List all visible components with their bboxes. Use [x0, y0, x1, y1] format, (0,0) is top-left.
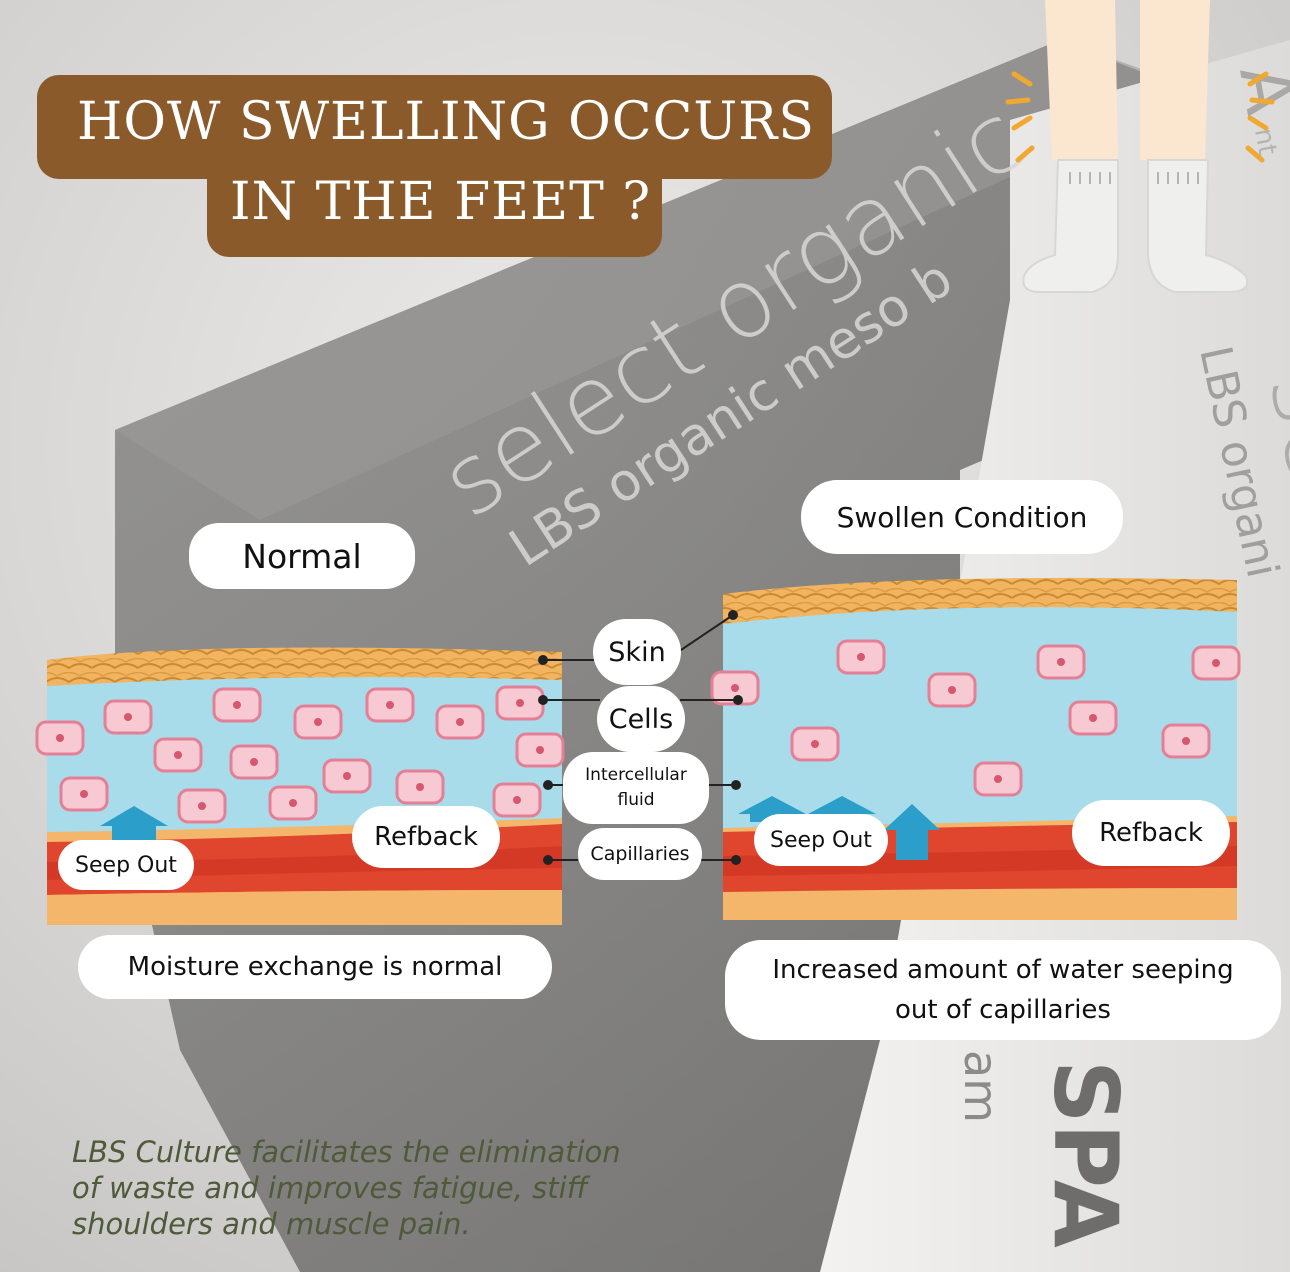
- cell-icon: [293, 704, 343, 740]
- legend-capillaries: Capillaries: [578, 828, 702, 880]
- swollen-seep-out-label: Seep Out: [754, 814, 888, 866]
- footer-line-2: of waste and improves fatigue, stiff: [72, 1171, 588, 1205]
- cell-icon: [229, 744, 279, 780]
- cell-icon: [35, 720, 85, 756]
- footer-text: LBS Culture facilitates the elimination …: [72, 1134, 712, 1242]
- cell-icon: [495, 685, 545, 721]
- normal-caption: Moisture exchange is normal: [78, 935, 552, 999]
- title-box-bottom: [207, 150, 662, 257]
- title-line-2: IN THE FEET ?: [230, 172, 652, 232]
- cell-icon: [973, 761, 1023, 797]
- cell-icon: [212, 687, 262, 723]
- seep-out-arrow-icon: [100, 806, 168, 843]
- footer-line-3: shoulders and muscle pain.: [72, 1207, 471, 1241]
- normal-refback-label: Refback: [352, 806, 500, 868]
- legend-intercellular-line2: fluid: [617, 790, 655, 810]
- swollen-caption: Increased amount of water seeping out of…: [725, 940, 1281, 1040]
- cell-icon: [515, 732, 565, 768]
- cell-icon: [1161, 723, 1211, 759]
- cell-icon: [365, 687, 415, 723]
- title-line-1: HOW SWELLING OCCURS: [77, 92, 815, 152]
- seep-out-arrow-icon: [884, 804, 940, 860]
- normal-label: Normal: [189, 523, 415, 589]
- swollen-cross-section: [723, 577, 1237, 920]
- swollen-caption-line1: Increased amount of water seeping: [772, 955, 1234, 985]
- cell-icon: [435, 704, 485, 740]
- cell-icon: [322, 758, 372, 794]
- cell-icon: [836, 639, 886, 675]
- legend-intercellular-fluid: Intercellular fluid: [563, 752, 709, 824]
- cell-icon: [1191, 645, 1241, 681]
- cell-icon: [103, 699, 153, 735]
- swollen-caption-line2: out of capillaries: [895, 995, 1111, 1025]
- footer-line-1: LBS Culture facilitates the elimination: [72, 1135, 621, 1169]
- cell-icon: [153, 737, 203, 773]
- legend-cells: Cells: [597, 686, 685, 752]
- legend-connectors: [538, 610, 743, 865]
- swollen-refback-label: Refback: [1072, 800, 1230, 866]
- legend-intercellular-line1: Intercellular: [585, 765, 687, 785]
- swollen-legs-icon: [1005, 0, 1275, 293]
- cell-icon: [790, 726, 840, 762]
- cell-icon: [268, 785, 318, 821]
- cell-icon: [395, 769, 445, 805]
- cell-icon: [59, 776, 109, 812]
- normal-seep-out-label: Seep Out: [58, 840, 194, 890]
- tube-suffix-watermark: am: [954, 1050, 1008, 1123]
- tube-spa-watermark: SPA: [1034, 1060, 1137, 1248]
- cell-icon: [1036, 644, 1086, 680]
- cell-icon: [927, 672, 977, 708]
- cell-icon: [492, 782, 542, 818]
- legend-skin: Skin: [593, 619, 681, 685]
- cell-icon: [177, 788, 227, 824]
- swollen-label: Swollen Condition: [801, 480, 1123, 554]
- cell-icon: [1068, 700, 1118, 736]
